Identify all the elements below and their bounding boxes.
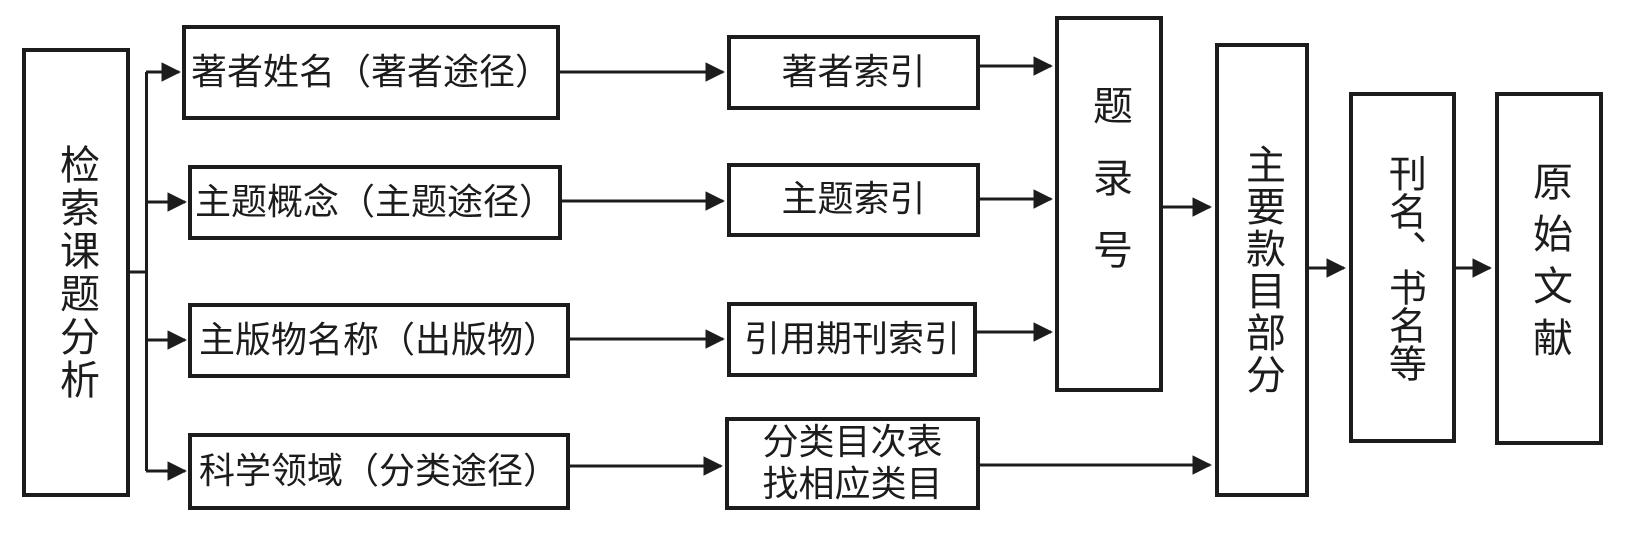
original-document-label: 原始文献 bbox=[1527, 160, 1572, 369]
author-index-box: 著者索引 bbox=[727, 35, 980, 110]
classification-table-label: 分类目次表 找相应类目 bbox=[762, 422, 943, 504]
author-name-label: 著者姓名（著者途径） bbox=[190, 51, 551, 92]
subject-concept-box: 主题概念（主题途径） bbox=[188, 165, 562, 240]
original-document-box: 原始文献 bbox=[1495, 92, 1603, 445]
classification-table-box: 分类目次表 找相应类目 bbox=[725, 417, 980, 510]
author-name-box: 著者姓名（著者途径） bbox=[182, 25, 560, 120]
publication-name-box: 主版物名称（出版物） bbox=[188, 303, 570, 378]
publication-name-label: 主版物名称（出版物） bbox=[198, 319, 559, 360]
journal-book-title-box: 刊名、书名等 bbox=[1349, 92, 1456, 443]
record-number-label: 题录号 bbox=[1087, 85, 1132, 301]
record-number-box: 题录号 bbox=[1055, 16, 1163, 392]
science-field-label: 科学领域（分类途径） bbox=[198, 450, 559, 491]
journal-book-title-label: 刊名、书名等 bbox=[1382, 153, 1425, 382]
subject-concept-label: 主题概念（主题途径） bbox=[194, 181, 555, 222]
search-topic-analysis-label: 检索课题分析 bbox=[54, 143, 99, 402]
search-topic-analysis-box: 检索课题分析 bbox=[22, 48, 130, 497]
subject-index-box: 主题索引 bbox=[727, 163, 980, 237]
science-field-box: 科学领域（分类途径） bbox=[188, 433, 570, 510]
subject-index-label: 主题索引 bbox=[781, 179, 926, 220]
author-index-label: 著者索引 bbox=[781, 51, 926, 92]
citation-journal-index-label: 引用期刊索引 bbox=[743, 318, 960, 359]
citation-journal-index-box: 引用期刊索引 bbox=[727, 302, 977, 377]
main-entry-box: 主要款目部分 bbox=[1215, 43, 1309, 497]
main-entry-label: 主要款目部分 bbox=[1240, 144, 1285, 396]
